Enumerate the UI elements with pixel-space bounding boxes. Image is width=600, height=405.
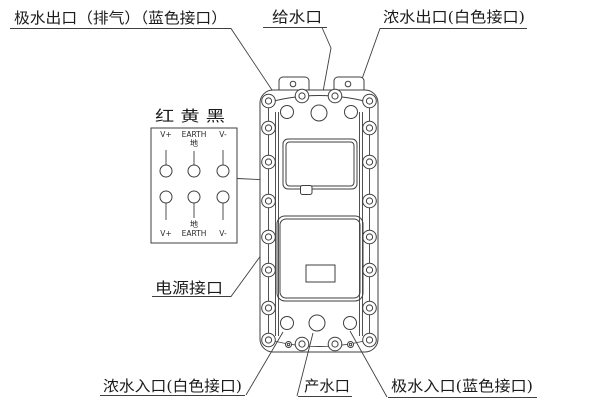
terminal-top-earth: EARTH xyxy=(182,130,207,139)
bolt xyxy=(264,233,273,241)
bolt xyxy=(294,88,310,104)
leader-feed-water-port xyxy=(263,27,332,109)
bolt xyxy=(285,341,292,348)
bolt xyxy=(264,197,273,205)
terminal-contact xyxy=(216,164,230,178)
bolt xyxy=(298,92,306,100)
terminal-contact xyxy=(187,164,201,178)
clamp-bolts xyxy=(261,88,377,352)
leader-polar-water-inlet xyxy=(349,330,537,398)
bolt xyxy=(365,158,374,166)
mounting-hole-left xyxy=(289,80,297,88)
bolt xyxy=(331,340,339,348)
terminal-detail-panel: 红 黄 黑 V+ EARTH V- 地 地 V+ EARTH V- xyxy=(150,107,308,244)
bolt xyxy=(362,300,377,316)
module-body-group xyxy=(259,76,379,353)
bolt xyxy=(261,93,276,109)
terminal-wires xyxy=(165,150,224,220)
bolt xyxy=(365,336,374,344)
leader-polar-water-outlet xyxy=(10,28,285,109)
terminal-contact xyxy=(216,190,230,204)
bolt-column-lines xyxy=(268,101,370,340)
flange-lines-sides xyxy=(275,112,363,336)
bolt xyxy=(365,97,374,105)
label-conc-water-inlet: 浓水入口(白色接口) xyxy=(103,377,242,395)
bolt xyxy=(264,97,273,105)
bolt xyxy=(347,341,354,348)
bolt xyxy=(327,336,343,352)
module-shell xyxy=(259,89,379,353)
terminal-top-vminus: V- xyxy=(219,130,227,139)
nameplate xyxy=(305,264,336,283)
bolt xyxy=(286,342,291,347)
bolt xyxy=(331,92,339,100)
terminal-bottom-vplus: V+ xyxy=(160,229,171,238)
terminal-bottom-earth-cn: 地 xyxy=(190,219,198,229)
bolt xyxy=(264,304,273,312)
label-product-water-port: 产水口 xyxy=(304,377,350,395)
bolt xyxy=(362,193,377,209)
bolt xyxy=(327,88,343,104)
bolt xyxy=(362,154,377,170)
electrical-window-inner xyxy=(285,141,355,187)
port-product-water xyxy=(308,314,326,332)
leader-product-water-port xyxy=(296,332,352,397)
bolt xyxy=(362,262,377,278)
terminal-contact xyxy=(159,164,173,178)
terminal-contact xyxy=(187,190,201,204)
bolt xyxy=(362,120,377,136)
label-power-port: 电源接口 xyxy=(155,279,223,297)
terminal-contact xyxy=(159,190,173,204)
bolt xyxy=(264,158,273,166)
terminal-bottom-earth: EARTH xyxy=(182,229,207,238)
bolt xyxy=(261,193,276,209)
label-polar-water-outlet: 极水出口（排气）（蓝色接口） xyxy=(14,9,227,27)
port-conc-water-outlet xyxy=(344,105,358,119)
bolt xyxy=(261,154,276,170)
bolt xyxy=(365,304,374,312)
leader-conc-water-outlet xyxy=(351,28,527,108)
label-wire-colors: 红 黄 黑 xyxy=(155,107,225,125)
label-conc-water-outlet: 浓水出口(白色接口) xyxy=(383,8,525,26)
bolt xyxy=(365,124,374,132)
bolt xyxy=(365,197,374,205)
port-conc-water-inlet xyxy=(280,316,294,330)
terminal-top-vplus: V+ xyxy=(160,130,171,139)
bolt xyxy=(294,336,310,352)
label-polar-water-inlet: 极水入口(蓝色接口) xyxy=(391,377,533,395)
terminal-box xyxy=(150,127,238,244)
bolt xyxy=(348,342,353,347)
bolt xyxy=(261,229,276,245)
label-feed-water-port: 给水口 xyxy=(272,8,322,26)
bolt xyxy=(362,229,377,245)
mounting-hole-right xyxy=(344,80,352,88)
lower-panel-inner xyxy=(279,218,361,299)
bolt xyxy=(365,266,374,274)
port-feed-water xyxy=(310,104,328,122)
power-connector-tab xyxy=(300,185,313,195)
bolt xyxy=(264,336,273,344)
bolt xyxy=(261,300,276,316)
bolt xyxy=(261,332,276,348)
port-polar-water-outlet xyxy=(280,105,294,119)
terminal-bottom-vminus: V- xyxy=(219,229,227,238)
bolt xyxy=(365,233,374,241)
bolt xyxy=(362,93,377,109)
bolt xyxy=(261,262,276,278)
bolt xyxy=(261,120,276,136)
lower-panel-outer xyxy=(276,215,364,302)
bolt xyxy=(264,124,273,132)
leader-conc-water-inlet xyxy=(100,331,284,396)
bolt xyxy=(298,340,306,348)
terminal-top-earth-cn: 地 xyxy=(190,138,198,148)
bolt xyxy=(362,332,377,348)
port-polar-water-inlet xyxy=(343,316,357,330)
electrical-window-outer xyxy=(282,138,358,190)
bolt xyxy=(264,266,273,274)
